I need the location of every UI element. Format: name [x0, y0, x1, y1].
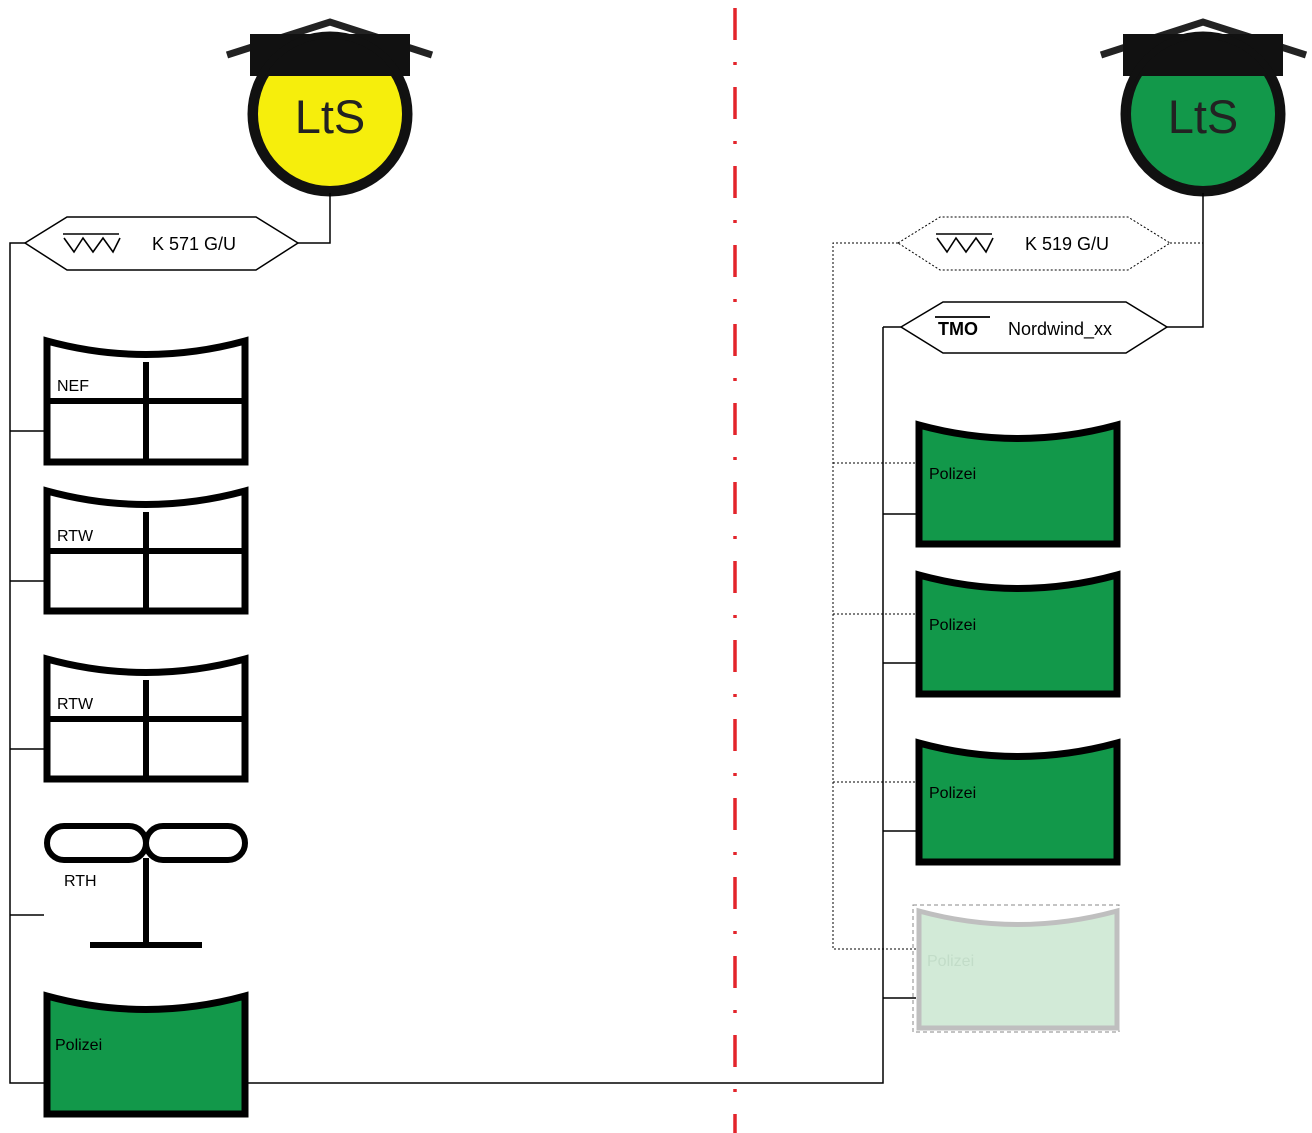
- unit-rtw-2[interactable]: RTW: [43, 654, 249, 783]
- unit-rth[interactable]: RTH: [44, 823, 248, 948]
- unit-rtw-1[interactable]: RTW: [43, 486, 249, 615]
- unit-polizei-right-1[interactable]: Polizei: [915, 420, 1121, 548]
- tmo-icon-label: TMO: [938, 319, 978, 339]
- unit-polizei-right-ghost[interactable]: Polizei: [912, 904, 1120, 1033]
- unit-polizei-right-2[interactable]: Polizei: [915, 570, 1121, 698]
- station-left-label: LtS: [295, 90, 366, 143]
- tmo-channel-label: Nordwind_xx: [1008, 319, 1112, 340]
- channel-left-label: K 571 G/U: [152, 234, 236, 254]
- unit-rtw-2-label: RTW: [57, 696, 94, 713]
- unit-polizei-right-1-label: Polizei: [929, 466, 976, 483]
- analog-radio-icon: [63, 233, 121, 254]
- unit-rtw-1-label: RTW: [57, 528, 94, 545]
- station-right[interactable]: LtS: [1099, 18, 1308, 197]
- tmo-channel[interactable]: TMO Nordwind_xx: [899, 301, 1169, 354]
- unit-polizei-left[interactable]: Polizei: [43, 991, 249, 1118]
- channel-left[interactable]: K 571 G/U: [23, 216, 300, 271]
- unit-nef-label: NEF: [57, 378, 89, 395]
- unit-polizei-right-3[interactable]: Polizei: [915, 738, 1121, 866]
- channel-right[interactable]: K 519 G/U: [897, 216, 1171, 271]
- unit-polizei-right-ghost-label: Polizei: [927, 953, 974, 970]
- channel-right-label: K 519 G/U: [1025, 234, 1109, 254]
- unit-polizei-right-2-label: Polizei: [929, 617, 976, 634]
- unit-polizei-left-label: Polizei: [55, 1037, 102, 1054]
- unit-rth-label: RTH: [64, 873, 97, 890]
- analog-radio-icon: [936, 233, 994, 254]
- unit-polizei-right-3-label: Polizei: [929, 785, 976, 802]
- station-right-label: LtS: [1168, 90, 1239, 143]
- unit-nef[interactable]: NEF: [43, 336, 249, 466]
- station-left[interactable]: LtS: [225, 18, 434, 197]
